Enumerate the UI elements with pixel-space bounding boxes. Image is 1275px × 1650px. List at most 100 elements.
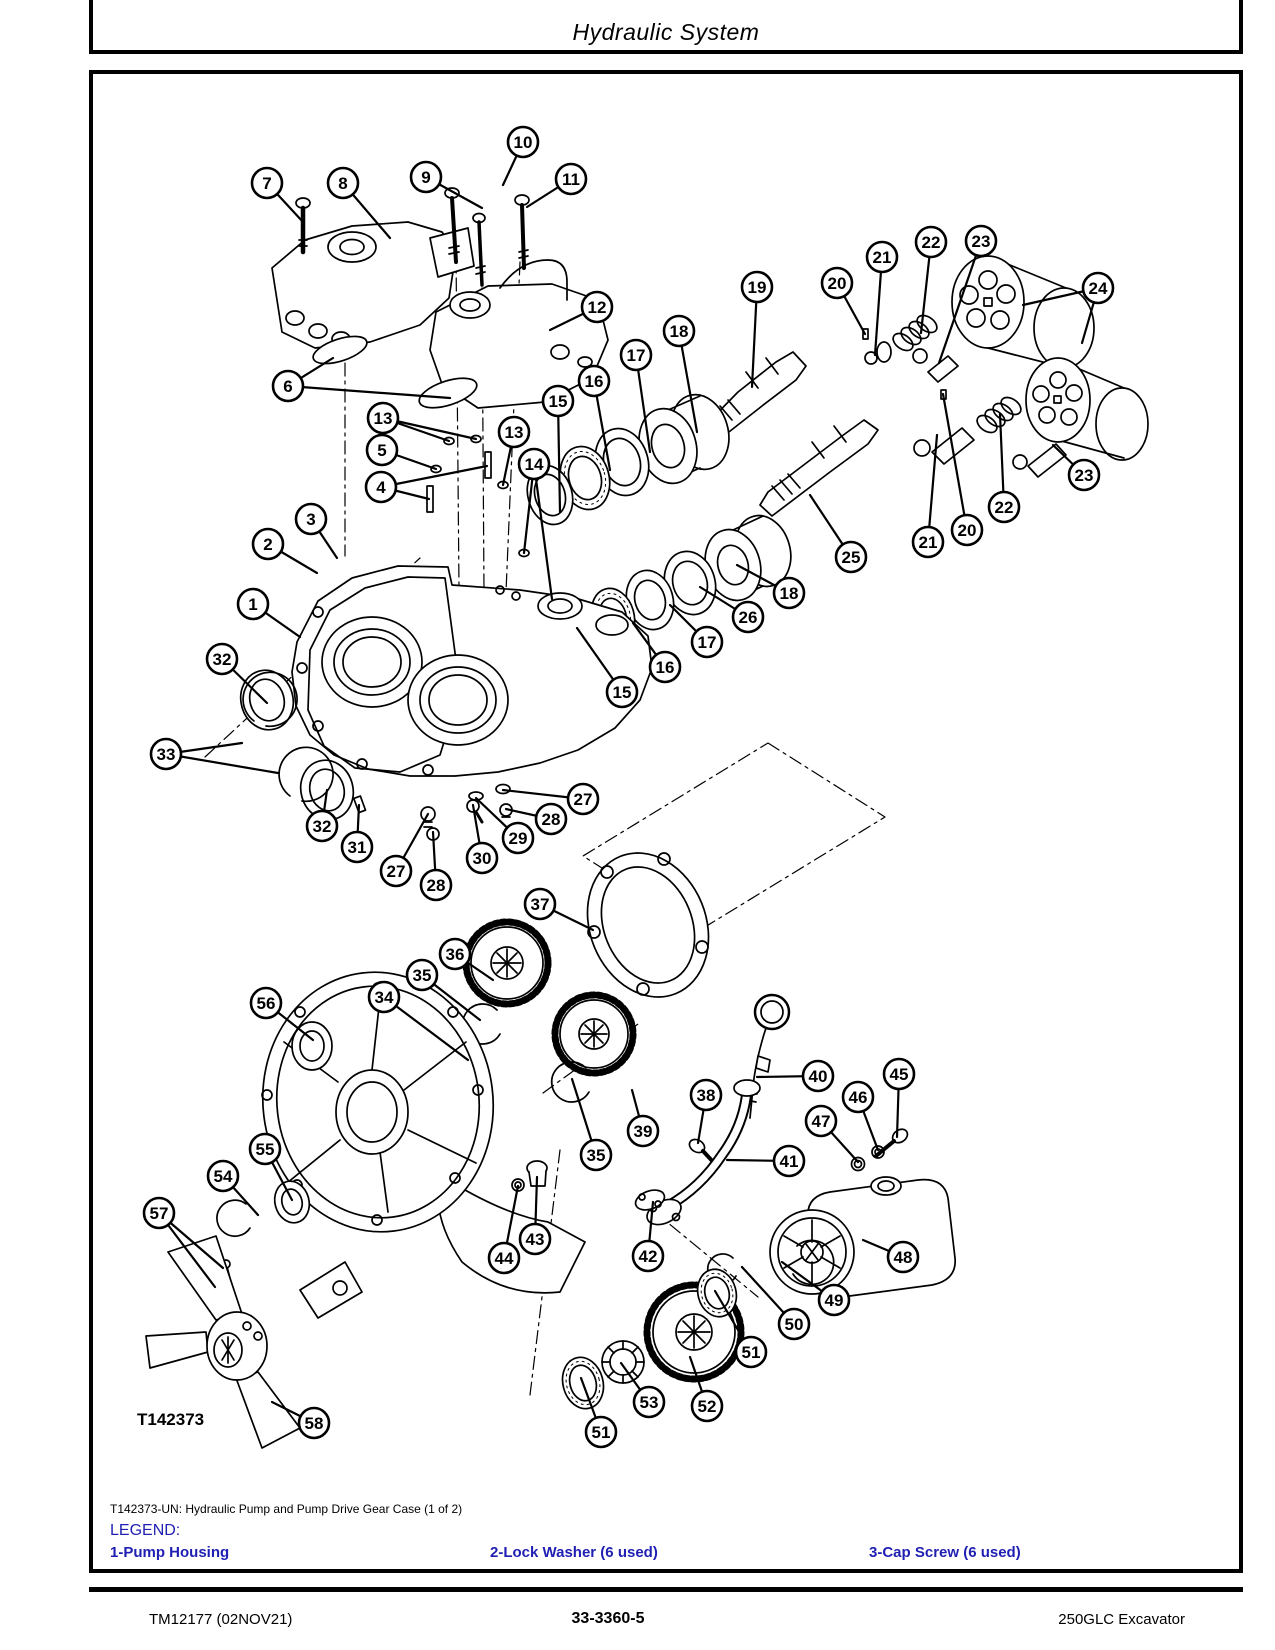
legend-item-3: 3-Cap Screw (6 used) [869, 1544, 1021, 1561]
svg-text:33: 33 [157, 745, 176, 764]
callout-1: 1 [236, 587, 270, 621]
fan-sketch [145, 1235, 363, 1449]
svg-text:29: 29 [509, 829, 528, 848]
callout-leader-15 [556, 399, 562, 514]
svg-text:46: 46 [849, 1088, 868, 1107]
callout-55: 55 [248, 1132, 282, 1166]
svg-text:50: 50 [785, 1315, 804, 1334]
callout-16: 16 [648, 650, 682, 684]
svg-text:35: 35 [413, 966, 432, 985]
svg-text:12: 12 [588, 298, 607, 317]
callout-30: 30 [465, 841, 499, 875]
callout-4: 4 [364, 470, 398, 504]
callout-45: 45 [882, 1057, 916, 1091]
callout-17: 17 [619, 338, 653, 372]
callout-6: 6 [271, 369, 305, 403]
svg-text:21: 21 [873, 248, 892, 267]
svg-text:13: 13 [505, 423, 524, 442]
callout-7: 7 [250, 166, 284, 200]
svg-text:56: 56 [257, 994, 276, 1013]
svg-text:19: 19 [748, 278, 767, 297]
svg-text:5: 5 [377, 441, 386, 460]
figure-caption: T142373-UN: Hydraulic Pump and Pump Driv… [110, 1502, 463, 1516]
callout-leader-20 [941, 392, 969, 532]
svg-text:54: 54 [214, 1167, 233, 1186]
callout-leader-6 [286, 384, 452, 400]
svg-text:58: 58 [305, 1414, 324, 1433]
svg-text:28: 28 [542, 810, 561, 829]
svg-text:1: 1 [248, 595, 257, 614]
callout-43: 43 [518, 1222, 552, 1256]
callout-2: 2 [251, 527, 285, 561]
svg-text:18: 18 [670, 322, 689, 341]
callout-16: 16 [577, 364, 611, 398]
gear-pump-sketch [561, 1176, 956, 1410]
svg-text:23: 23 [972, 232, 991, 251]
callout-53: 53 [632, 1385, 666, 1419]
valve-spring-sketch [862, 314, 1067, 478]
callout-51: 51 [734, 1335, 768, 1369]
callout-leader-19 [750, 285, 759, 389]
callout-12: 12 [580, 290, 614, 324]
svg-text:11: 11 [562, 170, 580, 189]
svg-text:43: 43 [526, 1230, 545, 1249]
dipstick-tube-sketch [511, 993, 909, 1226]
callout-23: 23 [964, 224, 998, 258]
callout-20: 20 [950, 513, 984, 547]
callout-57: 57 [142, 1196, 176, 1230]
callout-38: 38 [689, 1078, 723, 1112]
callout-54: 54 [206, 1159, 240, 1193]
callout-5: 5 [365, 433, 399, 467]
svg-text:15: 15 [613, 683, 632, 702]
svg-text:10: 10 [514, 133, 533, 152]
callout-leader-21 [873, 255, 884, 357]
callout-31: 31 [340, 830, 374, 864]
callout-47: 47 [804, 1104, 838, 1138]
callout-leader-33 [164, 752, 280, 775]
callout-24: 24 [1081, 271, 1115, 305]
svg-text:13: 13 [374, 409, 393, 428]
svg-text:47: 47 [812, 1112, 831, 1131]
callout-18: 18 [662, 314, 696, 348]
svg-text:30: 30 [473, 849, 492, 868]
callout-46: 46 [841, 1080, 875, 1114]
svg-text:24: 24 [1089, 279, 1108, 298]
svg-text:2: 2 [263, 535, 272, 554]
cylinder-block-sketch [951, 255, 1149, 461]
callout-27: 27 [379, 854, 413, 888]
callout-28: 28 [419, 868, 453, 902]
svg-text:17: 17 [698, 633, 717, 652]
callout-35: 35 [579, 1138, 613, 1172]
svg-text:20: 20 [958, 521, 977, 540]
svg-text:44: 44 [495, 1249, 514, 1268]
figure-image-label: T142373 [137, 1410, 205, 1429]
legend-title: LEGEND: [110, 1522, 181, 1539]
callout-26: 26 [731, 600, 765, 634]
callout-leader-18 [677, 329, 699, 434]
svg-text:35: 35 [587, 1146, 606, 1165]
svg-text:16: 16 [656, 658, 675, 677]
svg-text:32: 32 [213, 650, 232, 669]
regulator-valve-assembly-sketch [429, 187, 609, 409]
svg-text:26: 26 [739, 608, 758, 627]
callout-17: 17 [690, 625, 724, 659]
legend-item-1: 1-Pump Housing [110, 1544, 230, 1561]
callout-leader-34 [382, 995, 470, 1062]
callout-39: 39 [626, 1114, 660, 1148]
svg-text:16: 16 [585, 372, 604, 391]
svg-text:32: 32 [313, 817, 332, 836]
callout-3: 3 [294, 502, 328, 536]
svg-text:51: 51 [592, 1423, 611, 1442]
callout-41: 41 [772, 1144, 806, 1178]
svg-text:14: 14 [525, 455, 544, 474]
footer-rule [89, 1587, 1243, 1592]
callout-36: 36 [438, 937, 472, 971]
svg-text:20: 20 [828, 274, 847, 293]
callout-50: 50 [777, 1307, 811, 1341]
svg-text:8: 8 [338, 174, 347, 193]
svg-text:48: 48 [894, 1248, 913, 1267]
callout-18: 18 [772, 576, 806, 610]
exploded-diagram: 7891011126131351443213233323127283029282… [142, 125, 1149, 1449]
svg-text:15: 15 [549, 392, 568, 411]
